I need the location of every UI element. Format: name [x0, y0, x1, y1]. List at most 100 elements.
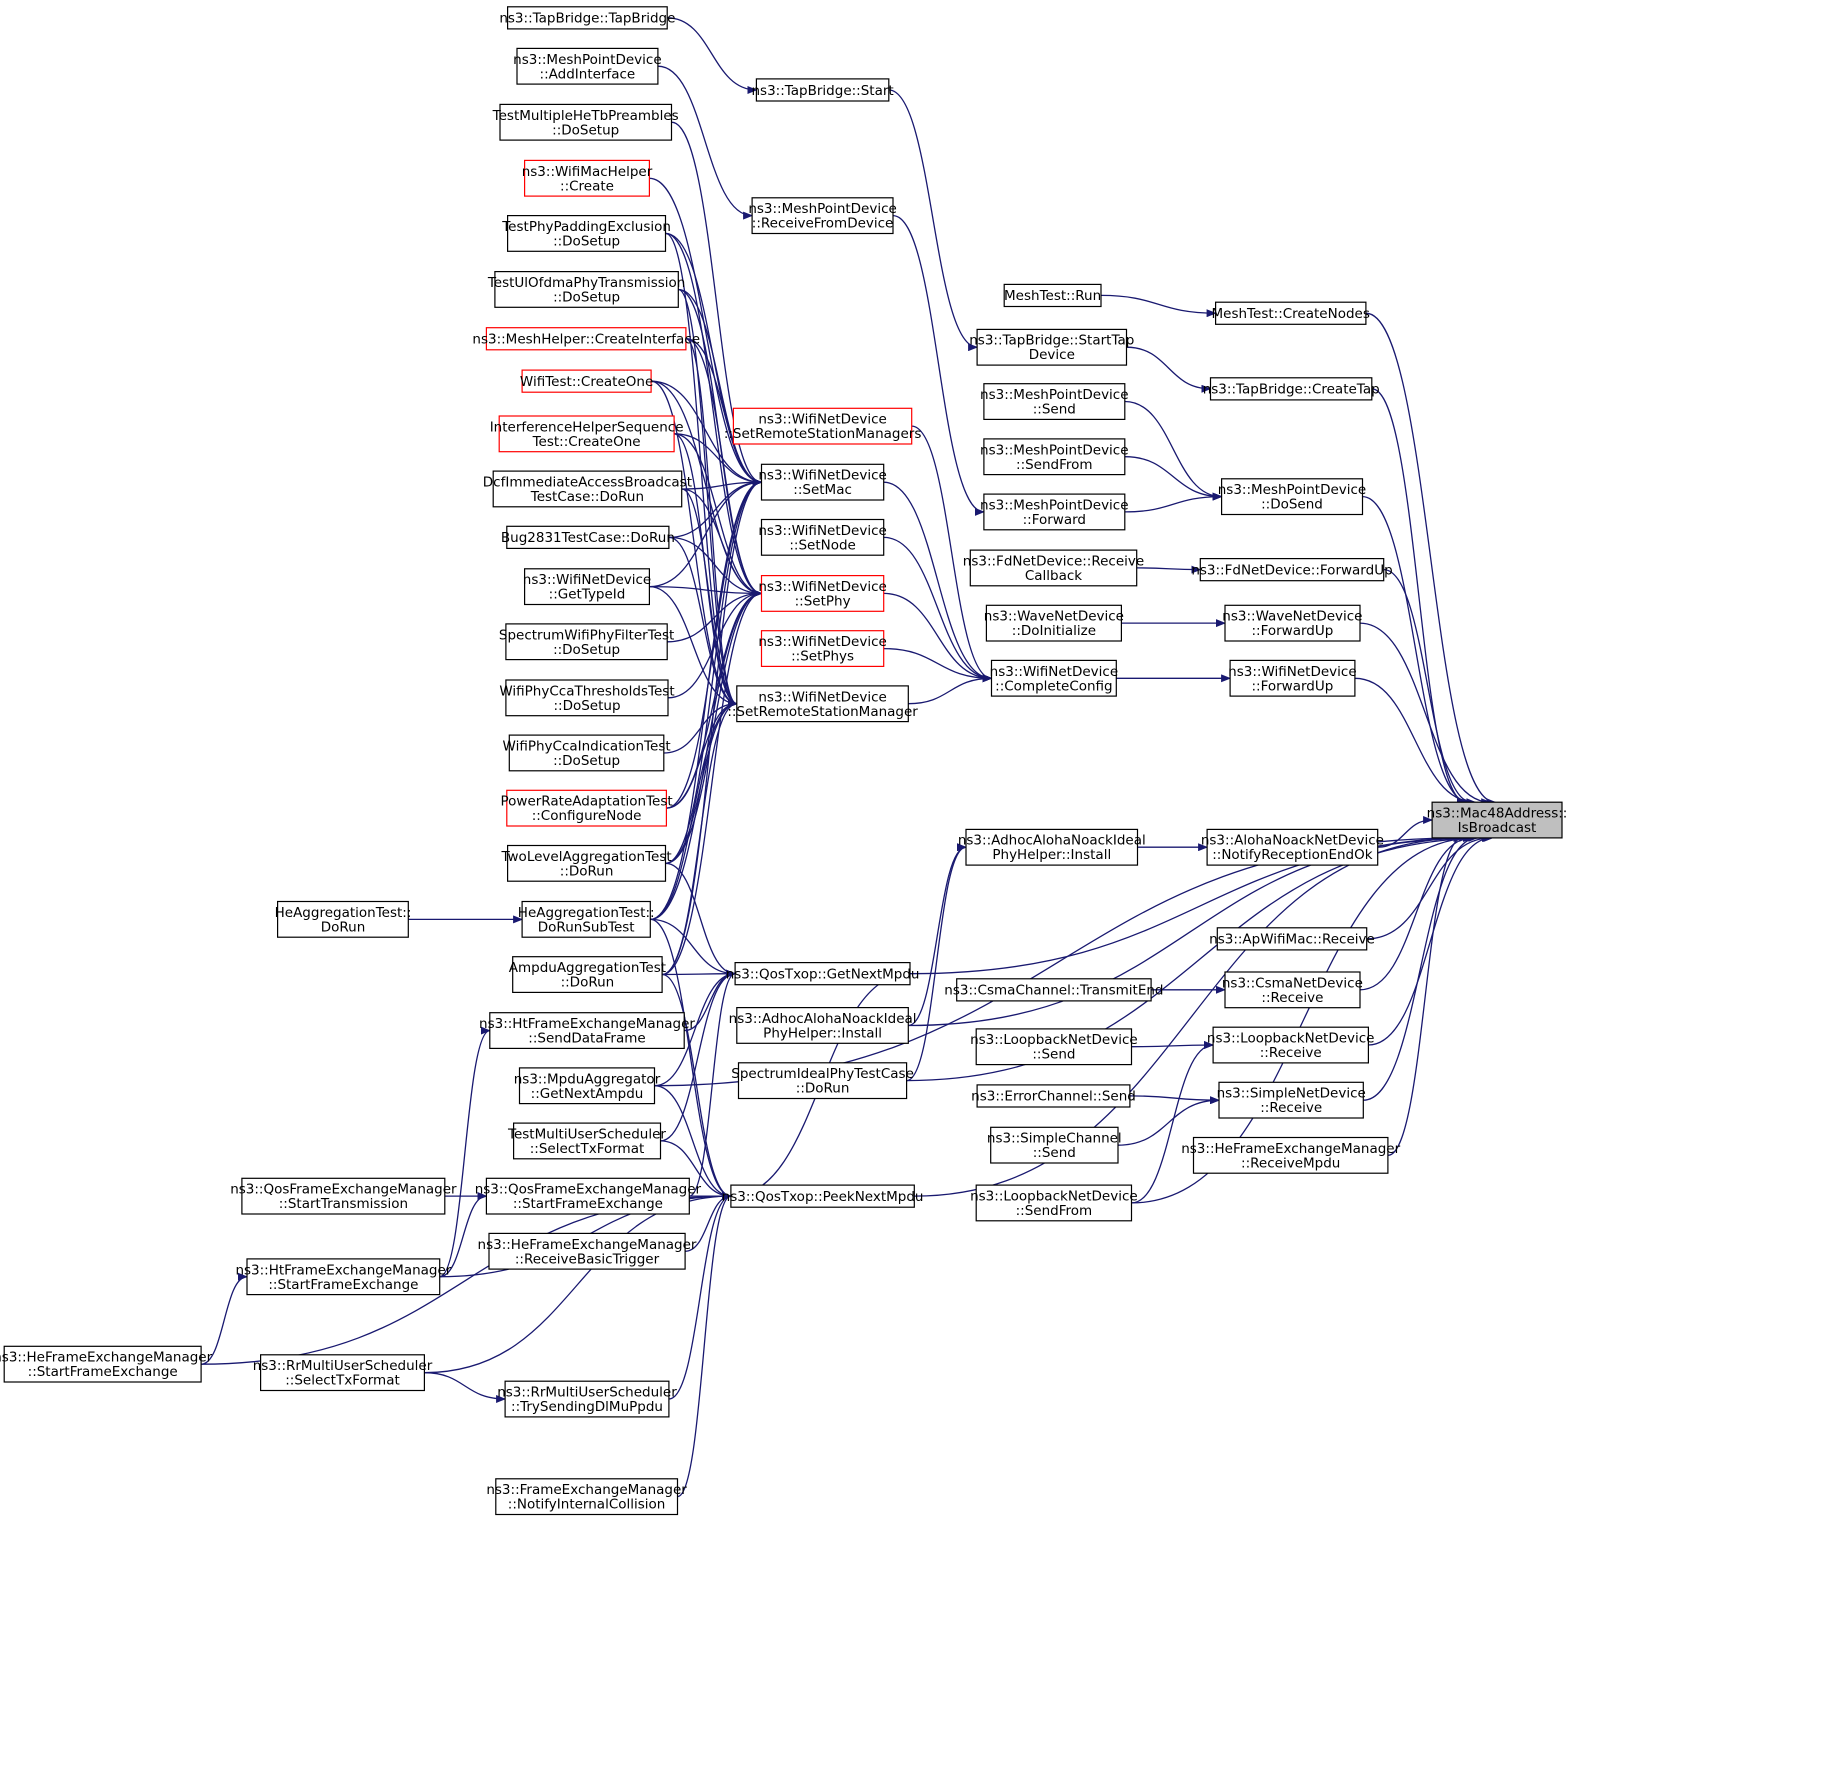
node-box: [737, 1062, 908, 1100]
node-ns3-wifinetdevice-gettypeid[interactable]: ns3::WifiNetDevice::GetTypeId: [523, 568, 651, 606]
node-ns3-qosframeexchangemanager-starttransmission[interactable]: ns3::QosFrameExchangeManager::StartTrans…: [230, 1177, 457, 1215]
node-spectrumwifiphyfiltertest-dosetup[interactable]: SpectrumWifiPhyFilterTest::DoSetup: [499, 623, 674, 661]
node-ns3-errorchannel-send[interactable]: ns3::ErrorChannel::Send: [971, 1084, 1136, 1108]
node-ns3-loopbacknetdevice-receive[interactable]: ns3::LoopbackNetDevice::Receive: [1207, 1026, 1375, 1064]
node-box: [1216, 927, 1368, 951]
call-edge: [1131, 833, 1476, 1204]
call-edge-path: [883, 647, 993, 683]
node-box: [975, 1184, 1133, 1222]
node-ns3-wifimachelper-create[interactable]: ns3::WifiMacHelper::Create: [522, 159, 653, 197]
node-wifitest-createone[interactable]: WifiTest::CreateOne: [520, 369, 653, 393]
node-label: IsBroadcast: [1458, 820, 1537, 836]
node-ns3-wifinetdevice-setremotestationmanagers[interactable]: ns3::WifiNetDevice::SetRemoteStationMana…: [724, 407, 922, 445]
call-edge-path: [883, 592, 993, 683]
node-label: ::GetNextAmpdu: [531, 1086, 644, 1102]
node-ns3-htframeexchangemanager-startframeexchange[interactable]: ns3::HtFrameExchangeManager::StartFrameE…: [235, 1258, 452, 1296]
node-testmultiplehetbpreambles-dosetup[interactable]: TestMultipleHeTbPreambles::DoSetup: [492, 103, 679, 141]
node-wifiphyccathresholdstest-dosetup[interactable]: WifiPhyCcaThresholdsTest::DoSetup: [499, 679, 675, 717]
node-meshtest-createnodes[interactable]: MeshTest::CreateNodes: [1212, 301, 1370, 325]
node-ns3-fdnetdevice-forwardup[interactable]: ns3::FdNetDevice::ForwardUp: [1191, 557, 1393, 582]
node-label: ns3::FrameExchangeManager: [486, 1482, 687, 1498]
node-ns3-wifinetdevice-setmac[interactable]: ns3::WifiNetDevice::SetMac: [758, 463, 887, 501]
node-meshtest-run[interactable]: MeshTest::Run: [1003, 283, 1102, 308]
node-label: ::ForwardUp: [1251, 678, 1333, 694]
node-ns3-wifinetdevice-setnode[interactable]: ns3::WifiNetDevice::SetNode: [758, 518, 887, 556]
node-testulofdmaphytransmission-dosetup[interactable]: TestUlOfdmaPhyTransmission::DoSetup: [487, 271, 685, 308]
node-ns3-adhocalohanoackideal-phyhelper-install[interactable]: ns3::AdhocAlohaNoackIdealPhyHelper::Inst…: [729, 1006, 917, 1044]
node-ns3-meshpointdevice-addinterface[interactable]: ns3::MeshPointDevice::AddInterface: [513, 47, 662, 85]
node-box: [518, 1067, 656, 1105]
node-dcfimmediateaccessbroadcast-testcase-dorun[interactable]: DcfImmediateAccessBroadcastTestCase::DoR…: [483, 470, 692, 508]
node-ns3-wifinetdevice-setphy[interactable]: ns3::WifiNetDevice::SetPhy: [758, 574, 887, 612]
node-twolevelaggregationtest-dorun[interactable]: TwoLevelAggregationTest::DoRun: [501, 844, 672, 882]
node-ns3-csmachannel-transmitend[interactable]: ns3::CsmaChannel::TransmitEnd: [944, 978, 1164, 1002]
node-wifiphyccaindicationtest-dosetup[interactable]: WifiPhyCcaIndicationTest::DoSetup: [503, 734, 671, 772]
node-ns3-simplenetdevice-receive[interactable]: ns3::SimpleNetDevice::Receive: [1217, 1081, 1366, 1119]
node-ns3-meshpointdevice-dosend[interactable]: ns3::MeshPointDevice::DoSend: [1218, 478, 1367, 516]
node-ns3-wavenetdevice-forwardup[interactable]: ns3::WaveNetDevice::ForwardUp: [1222, 604, 1363, 642]
call-edge: [677, 1192, 732, 1498]
node-label: ns3::SimpleNetDevice: [1217, 1086, 1366, 1102]
node-ns3-tapbridge-tapbridge[interactable]: ns3::TapBridge::TapBridge: [499, 6, 675, 30]
node-label: ns3::WifiMacHelper: [522, 164, 653, 180]
node-label: TestCase::DoRun: [530, 489, 644, 505]
node-ns3-tapbridge-start[interactable]: ns3::TapBridge::Start: [751, 78, 894, 102]
node-ns3-qosframeexchangemanager-startframeexchange[interactable]: ns3::QosFrameExchangeManager::StartFrame…: [475, 1177, 702, 1215]
node-ns3-qostxop-getnextmpdu[interactable]: ns3::QosTxop::GetNextMpdu: [726, 961, 920, 986]
node-ns3-simplechannel-send[interactable]: ns3::SimpleChannel::Send: [987, 1126, 1122, 1164]
node-ns3-rrmultiuserscheduler-selecttxformat[interactable]: ns3::RrMultiUserScheduler::SelectTxForma…: [253, 1354, 433, 1392]
call-edge-path: [650, 699, 738, 921]
node-ns3-alohanoacknetdevice-notifyreceptionendok[interactable]: ns3::AlohaNoackNetDevice::NotifyReceptio…: [1201, 828, 1384, 866]
node-ns3-wavenetdevice-doinitialize[interactable]: ns3::WaveNetDevice::DoInitialize: [984, 604, 1124, 642]
node-ns3-loopbacknetdevice-send[interactable]: ns3::LoopbackNetDevice::Send: [970, 1028, 1138, 1066]
node-label: TwoLevelAggregationTest: [501, 849, 672, 865]
node-label: Bug2831TestCase::DoRun: [501, 530, 675, 546]
node-ns3-meshpointdevice-sendfrom[interactable]: ns3::MeshPointDevice::SendFrom: [980, 438, 1129, 476]
call-edge-path: [681, 478, 763, 490]
node-heaggregationtest-dorun[interactable]: HeAggregationTest::DoRun: [275, 900, 412, 938]
call-edge: [654, 1085, 732, 1201]
node-ns3-meshpointdevice-send[interactable]: ns3::MeshPointDevice::Send: [980, 383, 1129, 421]
node-spectrumidealphytestcase-dorun[interactable]: SpectrumIdealPhyTestCase::DoRun: [731, 1062, 914, 1100]
node-ns3-wifinetdevice-completeconfig[interactable]: ns3::WifiNetDevice::CompleteConfig: [990, 659, 1118, 697]
node-ns3-mpduaggregator-getnextampdu[interactable]: ns3::MpduAggregator::GetNextAmpdu: [514, 1067, 661, 1105]
node-label: WifiTest::CreateOne: [520, 374, 653, 390]
node-ns3-htframeexchangemanager-senddataframe[interactable]: ns3::HtFrameExchangeManager::SendDataFra…: [479, 1012, 695, 1050]
node-ns3-wifinetdevice-setremotestationmanager[interactable]: ns3::WifiNetDevice::SetRemoteStationMana…: [727, 685, 918, 723]
call-edge-path: [671, 121, 763, 487]
node-box: [732, 407, 913, 445]
node-ns3-loopbacknetdevice-sendfrom[interactable]: ns3::LoopbackNetDevice::SendFrom: [970, 1184, 1138, 1222]
node-powerrateadaptationtest-configurenode[interactable]: PowerRateAdaptationTest::ConfigureNode: [500, 789, 673, 827]
node-ns3-meshhelper-createinterface[interactable]: ns3::MeshHelper::CreateInterface: [472, 327, 700, 351]
call-edge-path: [685, 338, 763, 487]
node-ns3-mac48address-isbroadcast[interactable]: ns3::Mac48Address::IsBroadcast: [1427, 801, 1568, 839]
call-edge: [662, 589, 763, 976]
node-ns3-csmanetdevice-receive[interactable]: ns3::CsmaNetDevice::Receive: [1222, 971, 1363, 1009]
node-testphypaddingexclusion-dosetup[interactable]: TestPhyPaddingExclusion::DoSetup: [501, 215, 671, 252]
node-ns3-apwifimac-receive[interactable]: ns3::ApWifiMac::Receive: [1209, 927, 1375, 951]
node-ns3-frameexchangemanager-notifyinternalcollision[interactable]: ns3::FrameExchangeManager::NotifyInterna…: [486, 1478, 687, 1516]
node-ns3-meshpointdevice-receivefromdevice[interactable]: ns3::MeshPointDevice::ReceiveFromDevice: [748, 197, 897, 235]
node-ns3-rrmultiuserscheduler-trysendingdlmuppdu[interactable]: ns3::RrMultiUserScheduler::TrySendingDlM…: [497, 1380, 677, 1418]
node-box: [241, 1177, 446, 1215]
node-ns3-meshpointdevice-forward[interactable]: ns3::MeshPointDevice::Forward: [980, 493, 1129, 531]
node-ns3-heframeexchangemanager-receivebasictrigger[interactable]: ns3::HeFrameExchangeManager::ReceiveBasi…: [478, 1232, 697, 1270]
node-ns3-heframeexchangemanager-startframeexchange[interactable]: ns3::HeFrameExchangeManager::StartFrameE…: [0, 1345, 213, 1383]
node-heaggregationtest-dorunsubtest[interactable]: HeAggregationTest::DoRunSubTest: [518, 900, 655, 938]
node-ampduaggregationtest-dorun[interactable]: AmpduAggregationTest::DoRun: [509, 956, 666, 994]
node-ns3-heframeexchangemanager-receivempdu[interactable]: ns3::HeFrameExchangeManager::ReceiveMpdu: [1181, 1136, 1401, 1174]
node-ns3-adhocalohanoackideal-phyhelper-install[interactable]: ns3::AdhocAlohaNoackIdealPhyHelper::Inst…: [958, 828, 1146, 866]
node-label: ns3::HeFrameExchangeManager: [0, 1350, 213, 1366]
node-ns3-qostxop-peeknextmpdu[interactable]: ns3::QosTxop::PeekNextMpdu: [722, 1184, 924, 1208]
node-label: ::DoRun: [796, 1081, 850, 1097]
node-label: Device: [1029, 347, 1075, 363]
node-testmultiuserscheduler-selecttxformat[interactable]: TestMultiUserScheduler::SelectTxFormat: [507, 1122, 666, 1160]
node-bug2831testcase-dorun[interactable]: Bug2831TestCase::DoRun: [501, 525, 675, 549]
node-label: ::SetPhy: [795, 593, 851, 609]
node-ns3-wifinetdevice-setphys[interactable]: ns3::WifiNetDevice::SetPhys: [758, 630, 887, 668]
node-ns3-wifinetdevice-forwardup[interactable]: ns3::WifiNetDevice::ForwardUp: [1228, 659, 1357, 697]
node-ns3-tapbridge-createtap[interactable]: ns3::TapBridge::CreateTap: [1203, 377, 1380, 401]
node-interferencehelpersequence-test-createone[interactable]: InterferenceHelperSequenceTest::CreateOn…: [490, 415, 684, 453]
